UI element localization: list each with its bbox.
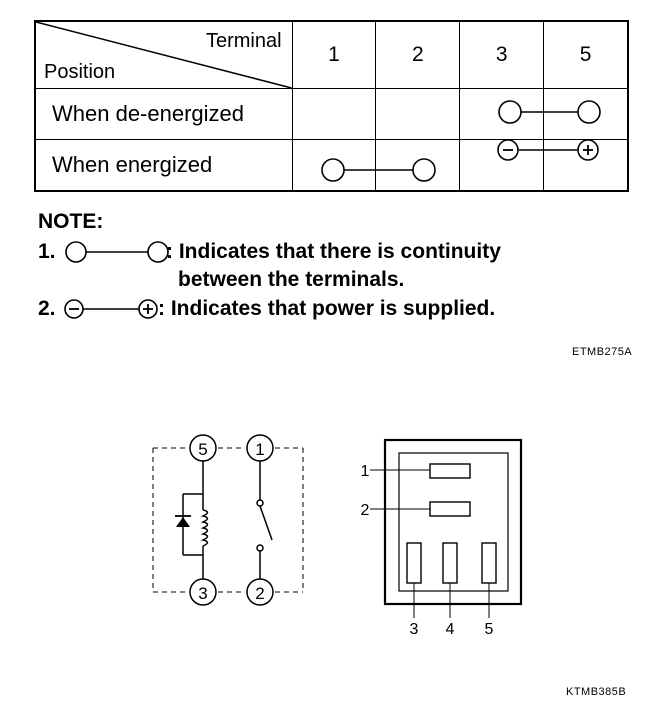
terminal-header-label: Terminal bbox=[205, 30, 282, 52]
power-symbol-3-5 bbox=[497, 139, 599, 161]
note-title: NOTE: bbox=[38, 210, 104, 233]
note-item1-text: : Indicates that there is continuity bbox=[166, 240, 501, 263]
coil-diode-circuit bbox=[182, 461, 209, 579]
note-item2-text: : Indicates that power is supplied. bbox=[158, 297, 496, 320]
terminal-2-label: 2 bbox=[255, 584, 264, 603]
pin-1 bbox=[429, 463, 471, 479]
row-label-energized: When energized bbox=[34, 139, 293, 192]
pin-2-label: 2 bbox=[361, 502, 370, 519]
position-header-label: Position bbox=[44, 61, 116, 83]
continuity-symbol-3-5 bbox=[498, 100, 601, 124]
pin-4-label: 4 bbox=[446, 621, 455, 638]
pin-5 bbox=[481, 542, 497, 584]
pin-leader-lines bbox=[370, 469, 490, 618]
header-corner-cell: Terminal Position bbox=[34, 20, 293, 89]
terminal-2-header: 2 bbox=[375, 20, 461, 89]
note-item2-number: 2. bbox=[38, 297, 56, 320]
terminal-5-label: 5 bbox=[198, 440, 207, 459]
continuity-table: Terminal Position 1 2 3 5 When de-energi… bbox=[34, 20, 629, 192]
terminal-1-label: 1 bbox=[255, 440, 264, 459]
pin-2 bbox=[429, 501, 471, 517]
terminal-1-header: 1 bbox=[291, 20, 377, 89]
note-power-symbol bbox=[64, 299, 158, 319]
pin-4 bbox=[442, 542, 458, 584]
connector-inner-frame bbox=[398, 452, 509, 592]
connector-outer-frame bbox=[383, 438, 523, 606]
cell-de-energized-1 bbox=[291, 88, 377, 140]
pin-3-label: 3 bbox=[410, 621, 419, 638]
row-label-de-energized-text: When de-energized bbox=[52, 101, 245, 126]
note-item1-text-cont: between the terminals. bbox=[178, 268, 405, 291]
row-label-de-energized: When de-energized bbox=[34, 88, 293, 140]
terminal-3-label: 3 bbox=[198, 584, 207, 603]
relay-dashed-outline bbox=[152, 447, 304, 593]
terminal-5-header: 5 bbox=[543, 20, 629, 89]
relay-switch bbox=[256, 461, 273, 579]
pin-1-label: 1 bbox=[361, 463, 370, 480]
figure-ref-top: ETMB275A bbox=[572, 346, 633, 358]
note-continuity-symbol bbox=[65, 241, 169, 263]
pin-5-label: 5 bbox=[485, 621, 494, 638]
row-label-energized-text: When energized bbox=[52, 152, 213, 177]
diagonal-divider bbox=[36, 22, 292, 88]
pin-3 bbox=[406, 542, 422, 584]
continuity-symbol-1-2 bbox=[321, 158, 436, 182]
note-item1-number: 1. bbox=[38, 240, 56, 263]
diode-icon bbox=[175, 515, 191, 527]
figure-ref-bottom: KTMB385B bbox=[566, 686, 627, 698]
